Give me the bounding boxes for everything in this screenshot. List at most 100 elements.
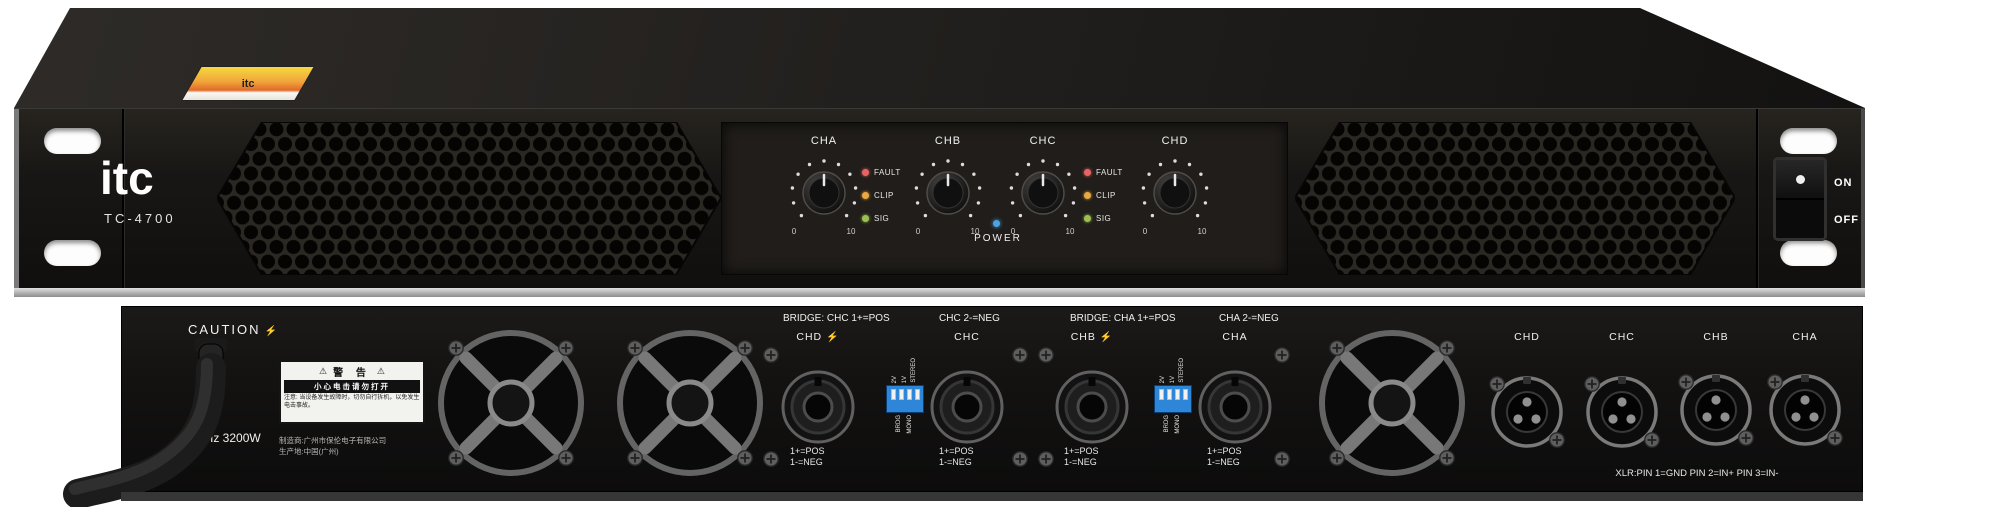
dip-toggle[interactable] bbox=[1158, 389, 1164, 400]
screw-icon bbox=[447, 449, 465, 467]
scale-max-chb: 10 bbox=[970, 227, 980, 236]
mount-hole bbox=[44, 240, 101, 266]
xlr-pinout-label: XLR:PIN 1=GND PIN 2=IN+ PIN 3=IN- bbox=[1615, 468, 1779, 479]
dip-toggle[interactable] bbox=[898, 389, 904, 400]
dip-label-mono: MONO bbox=[907, 415, 913, 434]
power-cord bbox=[63, 338, 227, 507]
dip-bottom-labels: BRDG MONO bbox=[1164, 415, 1181, 441]
led-sig-2: SIG bbox=[1084, 214, 1111, 223]
dip-toggle[interactable] bbox=[1166, 389, 1172, 400]
speakon-connector-chd bbox=[781, 370, 855, 444]
fault-led-label: FAULT bbox=[1096, 168, 1123, 177]
dip-label-2v: 2V bbox=[892, 375, 899, 383]
polarity-label-chd: 1+=POS 1-=NEG bbox=[790, 446, 825, 469]
clip-led-label: CLIP bbox=[1096, 191, 1116, 200]
lightning-icon: ⚡ bbox=[1099, 332, 1114, 343]
origin-label: 生产地:中国(广州) bbox=[279, 447, 339, 456]
switch-off-label: OFF bbox=[1834, 214, 1859, 226]
screw-icon bbox=[762, 346, 780, 364]
warning-sticker: ⚠ 警 告 ⚠ 小心电击请勿打开 注意: 当设备发生故障时，切勿自行拆机，以免发… bbox=[279, 360, 425, 424]
dip-toggle[interactable] bbox=[890, 389, 896, 400]
dip-switch-1[interactable]: 2V 1V STEREO BRDG MONO bbox=[880, 345, 930, 441]
rack-ear-seam-left bbox=[122, 109, 124, 289]
gain-knob-chb[interactable] bbox=[908, 153, 988, 233]
dip-label-1v: 1V bbox=[1169, 375, 1176, 383]
screw-icon bbox=[1273, 346, 1291, 364]
xlr-label-chb: CHB bbox=[1703, 331, 1729, 343]
polarity-label-chc: 1+=POS 1-=NEG bbox=[939, 446, 974, 469]
dip-block[interactable] bbox=[1154, 385, 1192, 413]
dip-label-brdg: BRDG bbox=[1164, 415, 1171, 433]
caution-label: CAUTION⚡ bbox=[188, 322, 279, 337]
gain-knob-chc[interactable] bbox=[1003, 153, 1083, 233]
fault-led-icon bbox=[862, 169, 869, 176]
sticker-warning-line: 小心电击请勿打开 bbox=[284, 380, 420, 393]
dip-block[interactable] bbox=[886, 385, 924, 413]
sticker-header: ⚠ 警 告 ⚠ bbox=[284, 364, 420, 380]
scale-max-cha: 10 bbox=[846, 227, 856, 236]
bridge-label-chc-neg: CHC 2-=NEG bbox=[939, 313, 1000, 324]
bridge-label-cha-neg: CHA 2-=NEG bbox=[1219, 313, 1279, 324]
vent-grille-left bbox=[217, 122, 721, 275]
channel-label-cha: CHA bbox=[810, 135, 838, 147]
power-switch[interactable] bbox=[1773, 157, 1827, 241]
clip-led-icon bbox=[862, 192, 869, 199]
channel-label-chc: CHC bbox=[1029, 135, 1057, 147]
mount-hole bbox=[1780, 128, 1837, 154]
control-console: CHA CHB CHC CHD 0 10 0 10 0 10 0 10 FAUL… bbox=[721, 122, 1288, 275]
screw-icon bbox=[736, 339, 754, 357]
power-switch-rocker-bottom[interactable] bbox=[1776, 200, 1824, 238]
power-switch-rocker-top[interactable] bbox=[1776, 160, 1824, 200]
gain-knob-chd[interactable] bbox=[1135, 153, 1215, 233]
sticker-brand-text: itc bbox=[241, 77, 255, 90]
screw-icon bbox=[1328, 449, 1346, 467]
dip-toggle[interactable] bbox=[906, 389, 912, 400]
screw-icon bbox=[557, 339, 575, 357]
speakon-label-chd: CHD⚡ bbox=[783, 331, 853, 343]
led-clip-1: CLIP bbox=[862, 191, 894, 200]
clip-led-label: CLIP bbox=[874, 191, 894, 200]
manufacturer-label: 制造商:广州市保伦电子有限公司 bbox=[279, 436, 387, 445]
dip-toggle[interactable] bbox=[1182, 389, 1188, 400]
xlr-label-chc: CHC bbox=[1609, 331, 1635, 343]
screw-icon bbox=[626, 339, 644, 357]
screw-icon bbox=[762, 450, 780, 468]
fault-led-icon bbox=[1084, 169, 1091, 176]
channel-label-chd: CHD bbox=[1161, 135, 1189, 147]
power-rating-label: 0Hz 3200W bbox=[198, 431, 261, 445]
panel-right-edge bbox=[1861, 109, 1865, 289]
screw-icon bbox=[1826, 429, 1844, 447]
led-sig-1: SIG bbox=[862, 214, 889, 223]
brand-sticker: itc bbox=[180, 66, 316, 101]
vent-grille-right bbox=[1295, 122, 1735, 275]
bridge-label-chc: BRIDGE: CHC 1+=POS bbox=[783, 313, 890, 324]
led-fault-1: FAULT bbox=[862, 168, 901, 177]
dip-switch-2[interactable]: 2V 1V STEREO BRDG MONO bbox=[1148, 345, 1198, 441]
dip-label-brdg: BRDG bbox=[896, 415, 903, 433]
neg-label: 1-=NEG bbox=[790, 457, 823, 468]
model-number: TC-4700 bbox=[104, 211, 176, 226]
gain-knob-cha[interactable] bbox=[784, 153, 864, 233]
rack-ear-seam-right bbox=[1756, 109, 1758, 289]
scale-min-chc: 0 bbox=[1010, 227, 1016, 236]
switch-on-label: ON bbox=[1834, 177, 1853, 189]
chassis-top-face: itc bbox=[14, 8, 1865, 108]
dip-toggle[interactable] bbox=[1174, 389, 1180, 400]
screw-icon bbox=[1273, 450, 1291, 468]
screw-icon bbox=[1328, 339, 1346, 357]
dip-label-mono: MONO bbox=[1175, 415, 1181, 434]
scale-max-chc: 10 bbox=[1065, 227, 1075, 236]
dip-label-stereo: STEREO bbox=[1179, 358, 1186, 383]
dip-top-labels: 2V 1V STEREO bbox=[1160, 345, 1186, 383]
screw-icon bbox=[1438, 449, 1456, 467]
dip-bottom-labels: BRDG MONO bbox=[896, 415, 913, 441]
fault-led-label: FAULT bbox=[874, 168, 901, 177]
screw-icon bbox=[1677, 373, 1695, 391]
caution-text: CAUTION bbox=[188, 322, 261, 337]
dip-toggle[interactable] bbox=[914, 389, 920, 400]
screw-icon bbox=[1583, 375, 1601, 393]
xlr-label-chd: CHD bbox=[1514, 331, 1540, 343]
speakon-label-chc: CHC bbox=[932, 331, 1002, 343]
screw-icon bbox=[1766, 373, 1784, 391]
